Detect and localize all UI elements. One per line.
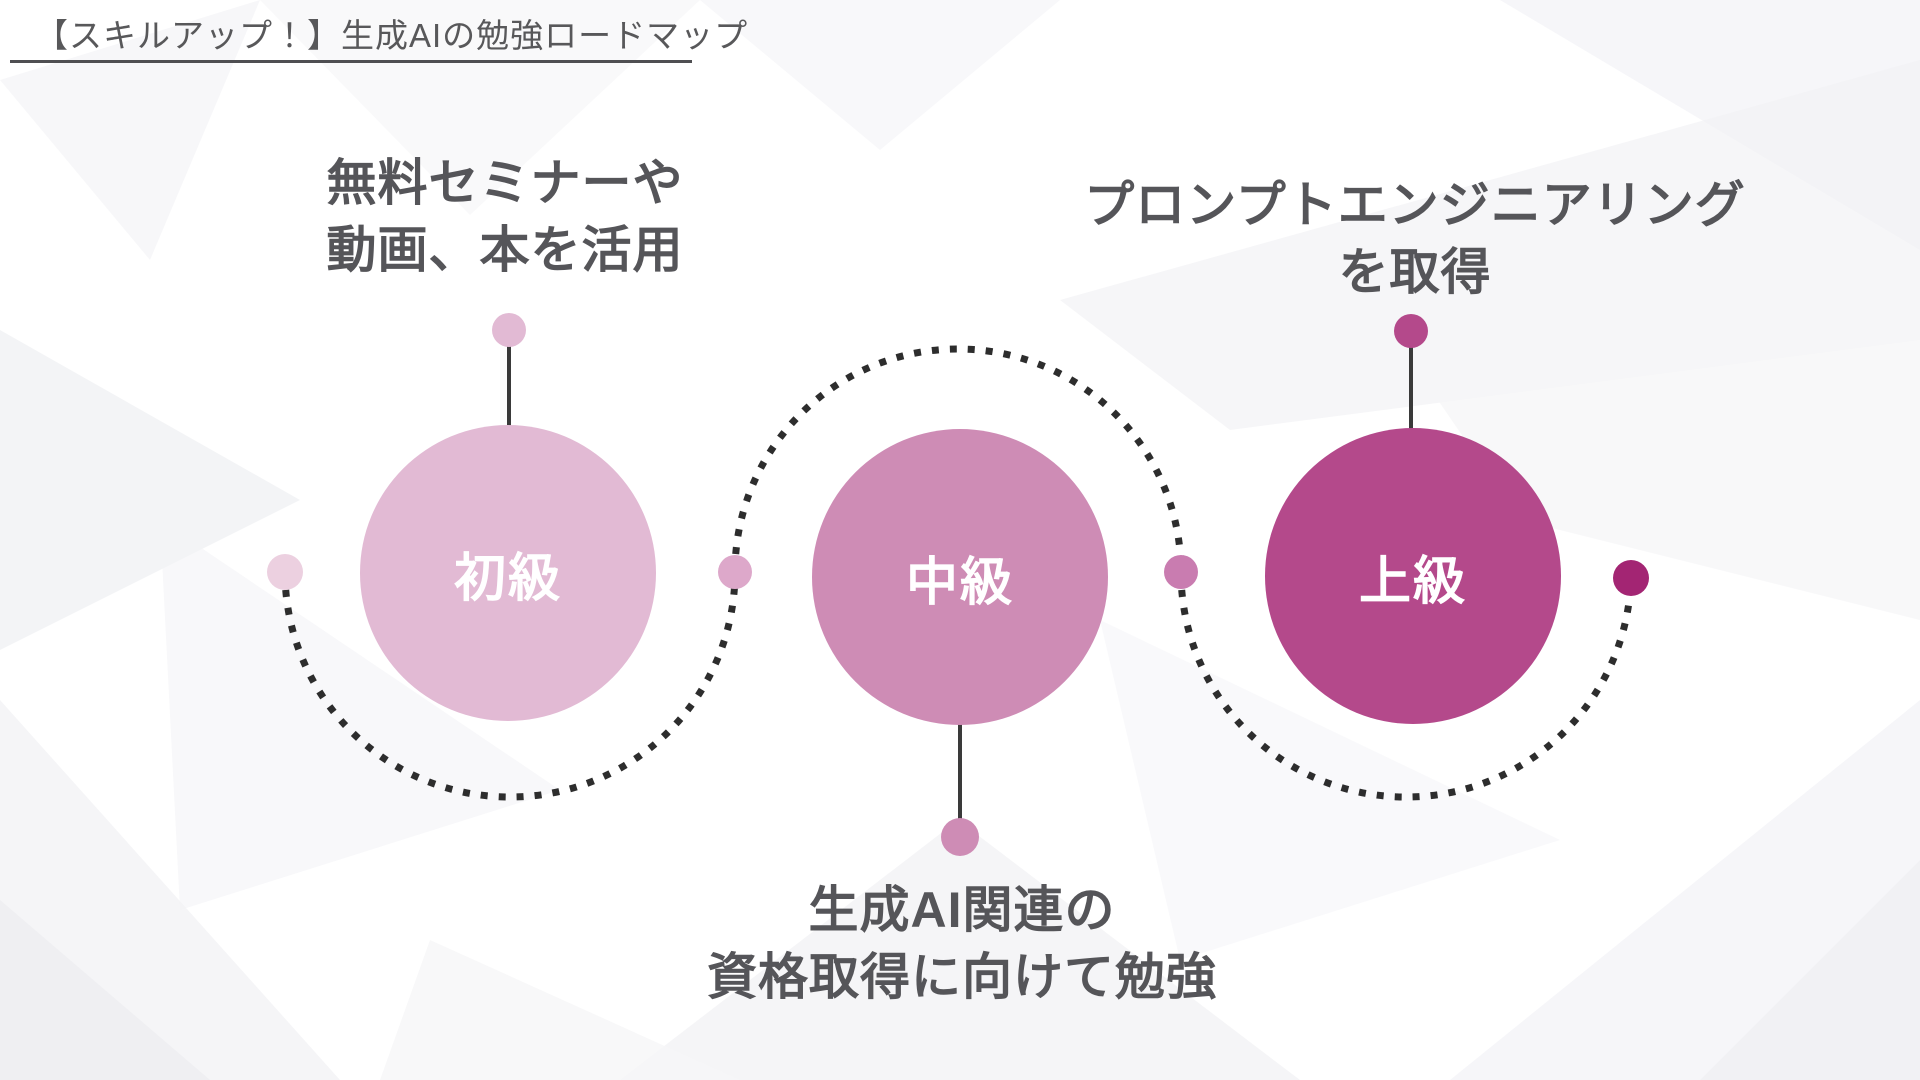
path-dot-end xyxy=(1613,560,1649,596)
step-description-beginner: 無料セミナーや 動画、本を活用 xyxy=(155,150,855,284)
step-description-intermediate: 生成AI関連の 資格取得に向けて勉強 xyxy=(562,877,1362,1011)
level-circle-advanced: 上級 xyxy=(1265,428,1561,724)
stem-dot-advanced xyxy=(1394,314,1428,348)
step-description-advanced: プロンプトエンジニアリング を取得 xyxy=(1035,172,1795,306)
step-description-line: 動画、本を活用 xyxy=(326,222,684,278)
step-description-line: 無料セミナーや xyxy=(326,155,684,211)
dotted-arc-intermediate-to-advanced xyxy=(1177,571,1635,801)
title-underline xyxy=(10,60,692,63)
path-dot-between-intermediate-advanced xyxy=(1164,555,1198,589)
step-description-line: 生成AI関連の xyxy=(808,882,1116,938)
step-description-line: プロンプトエンジニアリング xyxy=(1084,177,1746,233)
level-circle-intermediate: 中級 xyxy=(812,429,1108,725)
level-circle-beginner: 初級 xyxy=(360,425,656,721)
path-dot-start xyxy=(267,554,303,590)
step-description-line: 資格取得に向けて勉強 xyxy=(707,949,1217,1005)
stem-dot-beginner xyxy=(492,313,526,347)
path-dot-between-beginner-intermediate xyxy=(718,555,752,589)
dotted-arc-start-to-beginner xyxy=(281,571,739,801)
level-circle-label-intermediate: 中級 xyxy=(905,553,1014,612)
page-title: 【スキルアップ！】生成AIの勉強ロードマップ xyxy=(35,17,749,54)
stem-dot-intermediate xyxy=(941,818,979,856)
page-title-container: 【スキルアップ！】生成AIの勉強ロードマップ xyxy=(10,0,749,63)
level-circle-label-beginner: 初級 xyxy=(453,549,562,608)
step-description-line: を取得 xyxy=(1338,244,1492,300)
dotted-arc-beginner-to-intermediate xyxy=(731,345,1185,573)
level-circle-label-advanced: 上級 xyxy=(1358,552,1467,611)
